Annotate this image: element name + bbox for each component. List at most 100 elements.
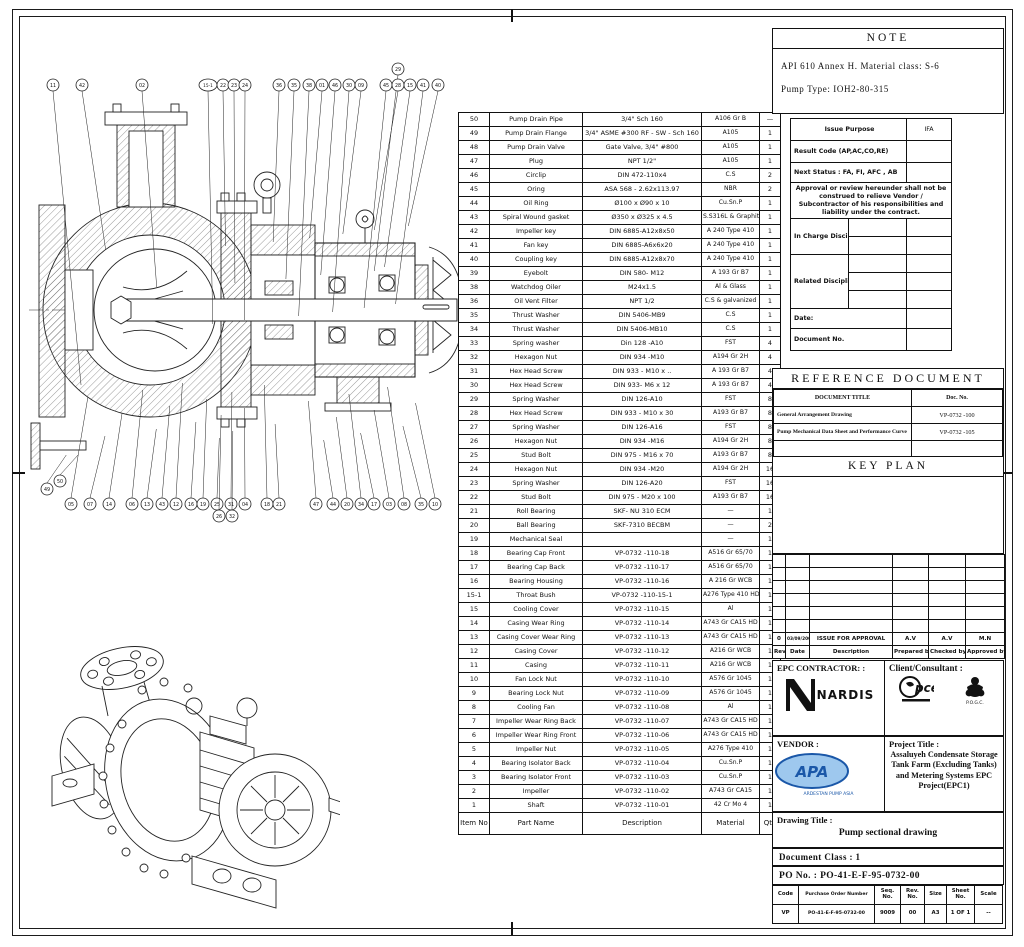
footer-cell: Rev. No. bbox=[900, 885, 925, 905]
bom-cell: Fan key bbox=[489, 238, 583, 253]
bom-cell: Oil Ring bbox=[489, 196, 583, 211]
drain-flange bbox=[30, 422, 41, 470]
balloon-02: 02 bbox=[135, 78, 149, 92]
bom-cell: 1 bbox=[759, 126, 781, 141]
balloon-22: 22 bbox=[216, 78, 230, 92]
bom-cell: 1 bbox=[458, 798, 490, 813]
bom-cell: DIN 6885-A12x8x70 bbox=[582, 252, 702, 267]
svg-text:35: 35 bbox=[291, 83, 297, 89]
document-no-label: Document No. bbox=[790, 328, 907, 352]
bom-cell: 10 bbox=[458, 672, 490, 687]
bom-cell: VP-0732 -110-18 bbox=[582, 546, 702, 561]
bom-cell: Thrust Washer bbox=[489, 308, 583, 323]
impeller-nut bbox=[110, 295, 132, 325]
bom-cell: 41 bbox=[458, 238, 490, 253]
bom-cell: 39 bbox=[458, 266, 490, 281]
result-code-value bbox=[906, 140, 952, 163]
revision-empty-cell bbox=[892, 567, 929, 581]
bom-cell: A 193 Gr B7 bbox=[701, 364, 760, 379]
revision-empty-cell bbox=[965, 606, 1005, 620]
svg-text:31: 31 bbox=[228, 502, 234, 508]
bom-cell: A276 Type 410 HD bbox=[701, 588, 760, 603]
balloon-leader bbox=[298, 90, 310, 317]
date-label: Date: bbox=[790, 308, 907, 330]
bom-cell: 1 bbox=[759, 140, 781, 155]
revision-empty-cell bbox=[785, 606, 810, 620]
svg-text:25: 25 bbox=[214, 502, 220, 508]
bom-cell: C.S bbox=[701, 168, 760, 183]
svg-text:02: 02 bbox=[139, 83, 145, 89]
reference-document-box: REFERENCE DOCUMENT DOCUMENT TITLE Doc. N… bbox=[772, 368, 1004, 459]
bom-cell: DIN 126-A10 bbox=[582, 392, 702, 407]
iso-base bbox=[191, 855, 277, 909]
revision-value-cell: ISSUE FOR APPROVAL bbox=[809, 632, 893, 646]
balloon-19: 19 bbox=[196, 497, 210, 511]
revision-header-cell: Date bbox=[785, 645, 810, 659]
svg-text:04: 04 bbox=[242, 502, 248, 508]
footer-cell: 9009 bbox=[874, 904, 901, 924]
svg-text:16: 16 bbox=[188, 502, 194, 508]
eyebolt bbox=[253, 171, 281, 199]
revision-empty-cell bbox=[892, 580, 929, 594]
balloon-leader bbox=[320, 90, 336, 276]
bom-cell: Casing Cover bbox=[489, 644, 583, 659]
bom-cell: A516 Gr 65/70 bbox=[701, 560, 760, 575]
note-box: NOTE API 610 Annex H. Material class: S-… bbox=[772, 28, 1004, 114]
balloon-leader bbox=[89, 435, 106, 499]
bom-cell: 28 bbox=[458, 406, 490, 421]
svg-text:03: 03 bbox=[386, 502, 392, 508]
balloon-leader bbox=[274, 423, 280, 499]
balloon-leader bbox=[387, 386, 405, 499]
reference-row-empty bbox=[773, 440, 1003, 458]
bom-cell: 3/4" Sch 160 bbox=[582, 112, 702, 127]
balloon-leader bbox=[336, 416, 348, 499]
bom-cell: 2 bbox=[759, 182, 781, 197]
svg-text:15: 15 bbox=[407, 83, 413, 89]
bom-cell: 24 bbox=[458, 462, 490, 477]
revision-empty-row bbox=[772, 606, 1005, 620]
balloon-40: 40 bbox=[431, 78, 445, 92]
footer-cell: PO-41-E-F-95-0732-00 bbox=[798, 904, 875, 924]
revision-empty-cell bbox=[785, 580, 810, 594]
revision-empty-row bbox=[772, 619, 1005, 633]
balloon-24: 24 bbox=[238, 78, 252, 92]
bom-cell: A576 Gr 1045 bbox=[701, 686, 760, 701]
revision-empty-cell bbox=[965, 593, 1005, 607]
balloon-28: 28 bbox=[391, 78, 405, 92]
client-logo-pogc: P.O.G.C. bbox=[960, 675, 990, 706]
balloon-34: 34 bbox=[354, 497, 368, 511]
bom-cell: VP-0732 -110-02 bbox=[582, 784, 702, 799]
svg-text:24: 24 bbox=[242, 83, 248, 89]
bom-cell: 15 bbox=[458, 602, 490, 617]
cell bbox=[911, 440, 1003, 458]
bom-cell: 7 bbox=[458, 714, 490, 729]
bom-cell: 5 bbox=[458, 742, 490, 757]
nardis-logo-icon bbox=[785, 679, 815, 711]
svg-text:06: 06 bbox=[129, 502, 135, 508]
adapter-top bbox=[250, 224, 316, 256]
bom-cell: Impeller Wear Ring Back bbox=[489, 714, 583, 729]
bom-cell: VP-0732 -110-17 bbox=[582, 560, 702, 575]
revision-empty-cell bbox=[928, 606, 966, 620]
bom-cell: Circlip bbox=[489, 168, 583, 183]
footer-cell: -- bbox=[974, 904, 1003, 924]
balloon-leader bbox=[323, 439, 334, 499]
iso-shaft-stub bbox=[328, 797, 340, 816]
balloon-43: 43 bbox=[155, 497, 169, 511]
bom-cell: 29 bbox=[458, 392, 490, 407]
bom-cell: Al bbox=[701, 700, 760, 715]
next-status-label: Next Status : FA, FI, AFC , AB bbox=[790, 162, 907, 183]
balloon-leader bbox=[363, 90, 387, 309]
bom-cell: Pump Drain Pipe bbox=[489, 112, 583, 127]
bom-cell: Mechanical Seal bbox=[489, 532, 583, 547]
